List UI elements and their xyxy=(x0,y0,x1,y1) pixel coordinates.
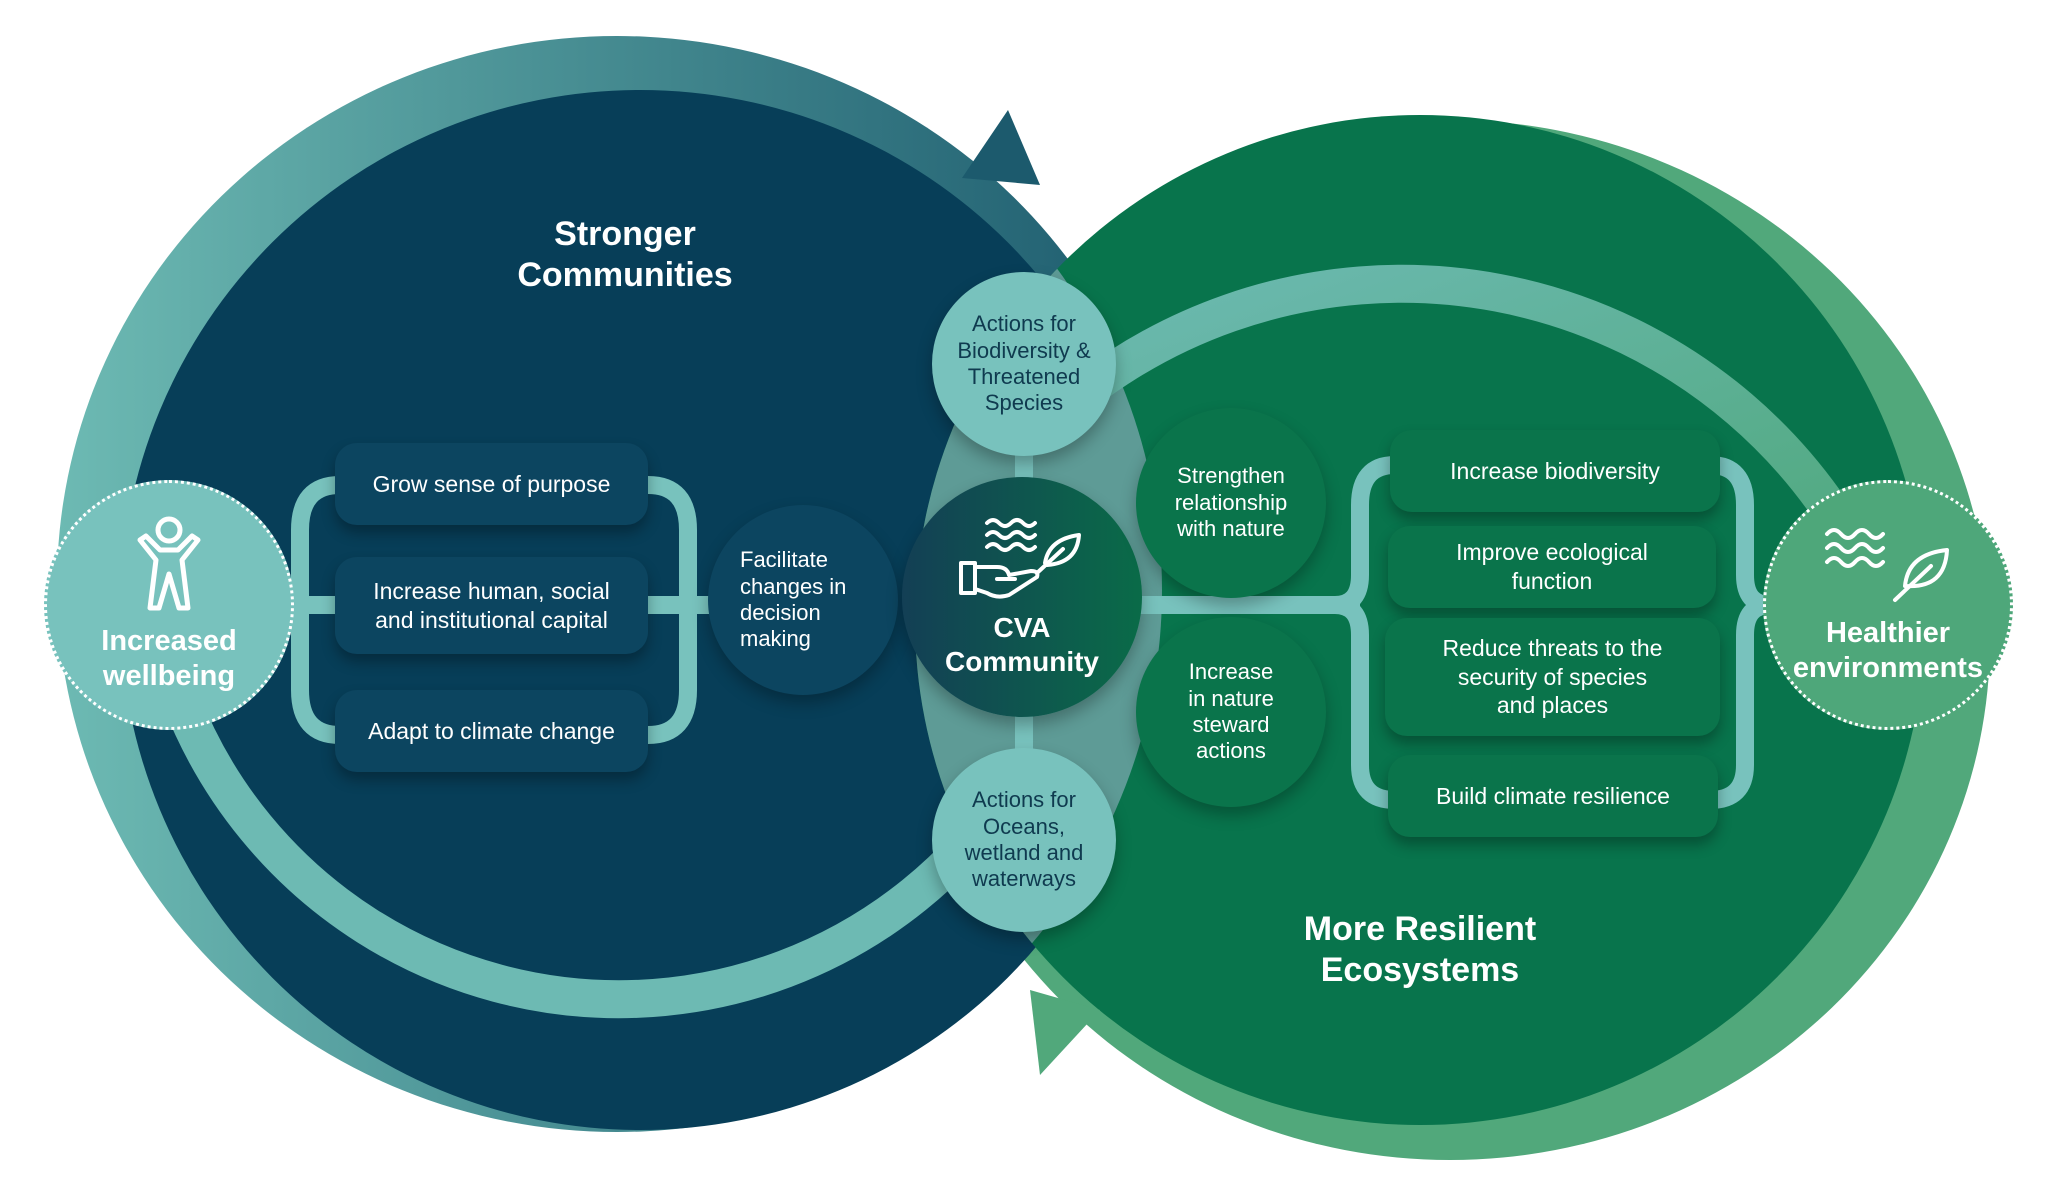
right-box-climate-resilience: Build climate resilience xyxy=(1388,755,1718,837)
right-inner-arc xyxy=(1016,264,1898,608)
left-domain-title: Stronger Communities xyxy=(517,215,733,294)
outcome-left-label: Increased wellbeing xyxy=(101,625,237,692)
right-box-ecological-function: Improve ecological function xyxy=(1388,526,1716,608)
cva-community-label: CVA Community xyxy=(945,612,1099,677)
right-box-increase-biodiversity: Increase biodiversity xyxy=(1390,430,1720,512)
bottom-arrow-head xyxy=(1030,990,1100,1075)
action-biodiversity-species: Actions for Biodiversity & Threatened Sp… xyxy=(932,272,1116,456)
left-box-adapt-climate: Adapt to climate change xyxy=(335,690,648,772)
connector-facilitate-decisions: Facilitate changes in decision making xyxy=(708,505,898,695)
left-inner-arc xyxy=(131,558,1026,1019)
outcome-right-label: Healthier environments xyxy=(1792,617,1984,684)
top-arrow-head xyxy=(962,110,1040,185)
person-icon xyxy=(137,516,201,611)
connector-nature-steward-actions: Increase in nature steward actions xyxy=(1136,617,1326,807)
outcome-healthier-environments: Healthier environments xyxy=(1763,480,2013,730)
right-domain-title: More Resilient Ecosystems xyxy=(1303,910,1537,989)
left-box-grow-purpose: Grow sense of purpose xyxy=(335,443,648,525)
water-leaf-icon xyxy=(1825,528,1949,603)
outcome-increased-wellbeing: Increased wellbeing xyxy=(44,480,294,730)
right-box-reduce-threats: Reduce threats to the security of specie… xyxy=(1385,618,1720,736)
connector-strengthen-relationship: Strengthen relationship with nature xyxy=(1136,408,1326,598)
left-box-increase-capital: Increase human, social and institutional… xyxy=(335,557,648,654)
action-oceans-waterways: Actions for Oceans, wetland and waterway… xyxy=(932,748,1116,932)
cva-community-hub: CVA Community xyxy=(902,477,1142,717)
hand-water-leaf-icon xyxy=(959,518,1081,599)
